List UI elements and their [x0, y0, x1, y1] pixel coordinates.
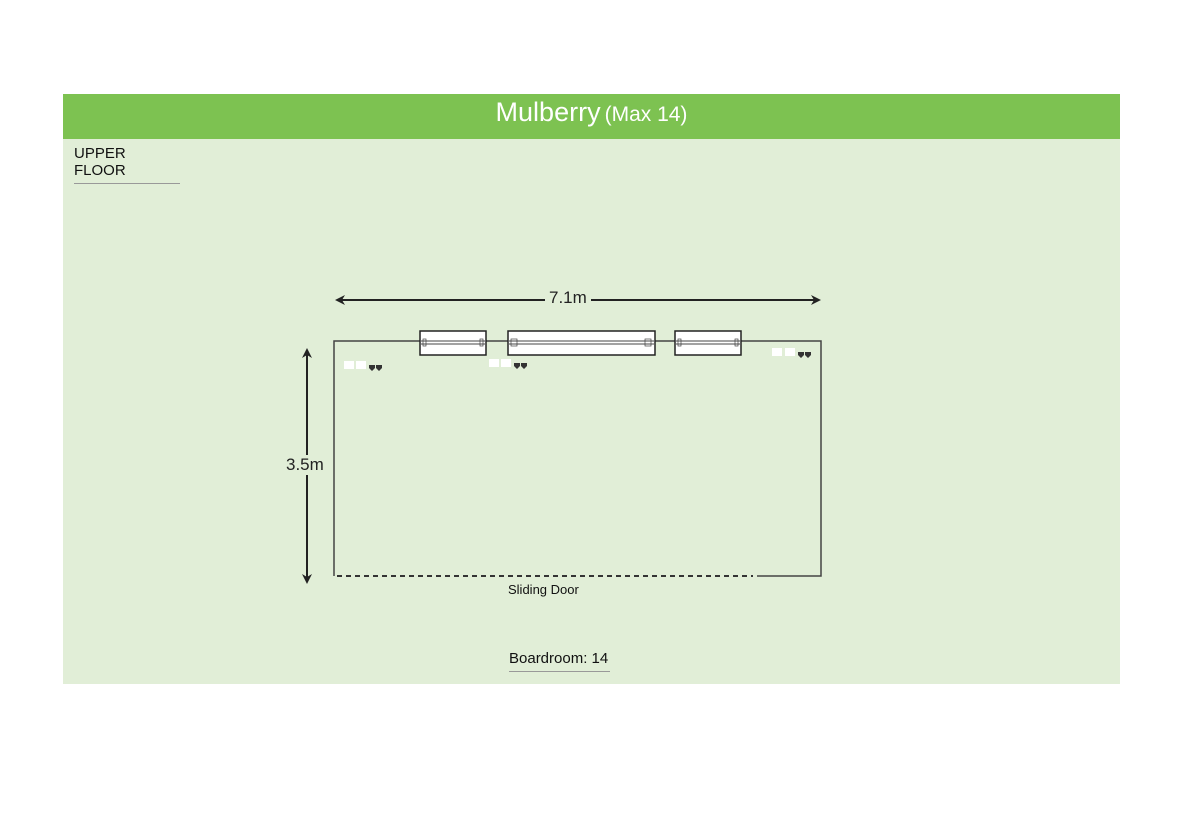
power-socket-icon [772, 348, 795, 356]
power-socket-icon [344, 361, 366, 369]
room-walls [333, 340, 822, 577]
door-label: Sliding Door [508, 582, 579, 597]
room-header: Mulberry(Max 14) [63, 94, 1120, 139]
data-port-icon [798, 352, 811, 358]
window-icon [674, 330, 742, 356]
window-icon [507, 330, 656, 356]
data-port-icon [514, 363, 527, 369]
data-port-icon [369, 365, 382, 371]
height-dimension: 3.5m [282, 455, 328, 475]
window-icon [419, 330, 487, 356]
room-plan [302, 295, 822, 584]
room-title: Mulberry [495, 97, 601, 127]
floor-label: UPPER FLOOR [74, 145, 180, 184]
floor-plan-panel: Mulberry(Max 14) UPPER FLOOR 7.1m 3.5m S… [63, 94, 1120, 684]
width-dimension: 7.1m [545, 288, 591, 308]
power-socket-icon [489, 359, 511, 367]
capacity-label: Boardroom: 14 [509, 650, 610, 672]
room-max-capacity: (Max 14) [604, 103, 688, 126]
